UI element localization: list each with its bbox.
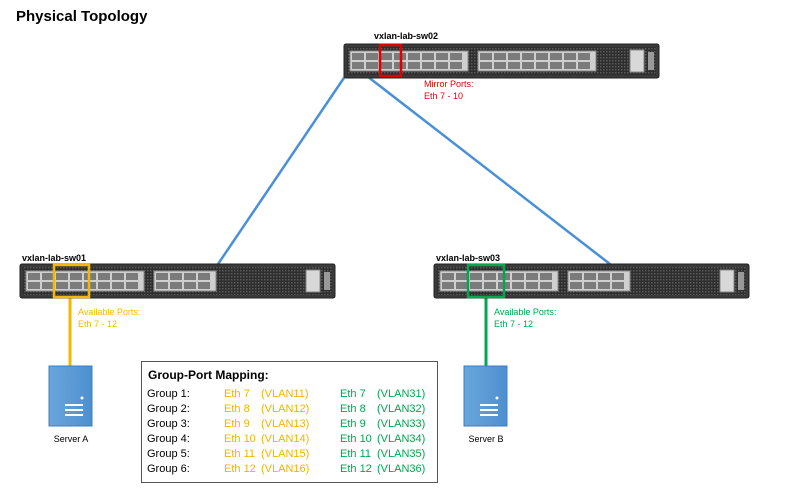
sw01-available-ports-note: Available Ports: Eth 7 - 12 — [78, 306, 140, 330]
available-ports-highlight-sw03 — [466, 263, 506, 299]
group-label: Group 2: — [147, 403, 190, 415]
sw01-note-line2: Eth 7 - 12 — [78, 319, 118, 329]
mapping-row: Group 2: Eth 8 (VLAN12) Eth 8 (VLAN32) — [147, 402, 437, 417]
server-a-icon[interactable] — [48, 365, 93, 427]
server-a-port: Eth 12 — [224, 463, 256, 475]
server-b-vlan: (VLAN35) — [377, 448, 426, 460]
mapping-row: Group 3: Eth 9 (VLAN13) Eth 9 (VLAN33) — [147, 417, 437, 432]
sw03-available-ports-note: Available Ports: Eth 7 - 12 — [494, 306, 556, 330]
group-label: Group 5: — [147, 448, 190, 460]
mapping-row: Group 5: Eth 11 (VLAN15) Eth 11 (VLAN35) — [147, 447, 437, 462]
server-b-label: Server B — [468, 434, 504, 444]
server-a-vlan: (VLAN11) — [261, 388, 309, 400]
mapping-row: Group 4: Eth 10 (VLAN14) Eth 10 (VLAN34) — [147, 432, 437, 447]
server-b-port: Eth 8 — [340, 403, 366, 415]
server-b-vlan: (VLAN36) — [377, 463, 426, 475]
server-a-vlan: (VLAN16) — [261, 463, 310, 475]
server-b-vlan: (VLAN32) — [377, 403, 426, 415]
server-b-port: Eth 11 — [340, 448, 371, 460]
server-a-port: Eth 11 — [224, 448, 255, 460]
switch-label-sw02: vxlan-lab-sw02 — [374, 31, 439, 41]
server-a-port: Eth 10 — [224, 433, 256, 445]
server-b-vlan: (VLAN34) — [377, 433, 426, 445]
mirror-ports-highlight — [378, 43, 403, 78]
server-a-label: Server A — [53, 434, 89, 444]
switch-label-sw03: vxlan-lab-sw03 — [436, 253, 501, 263]
mapping-row: Group 6: Eth 12 (VLAN16) Eth 12 (VLAN36) — [147, 462, 437, 477]
group-port-mapping-box: Group-Port Mapping: Group 1: Eth 7 (VLAN… — [141, 361, 438, 483]
server-a-vlan: (VLAN15) — [261, 448, 310, 460]
page-title: Physical Topology — [16, 8, 148, 25]
server-b-port: Eth 7 — [340, 388, 366, 400]
mapping-title: Group-Port Mapping: — [148, 368, 269, 382]
sw03-note-line2: Eth 7 - 12 — [494, 319, 534, 329]
group-label: Group 4: — [147, 433, 190, 445]
server-b-port: Eth 9 — [340, 418, 366, 430]
server-b-port: Eth 12 — [340, 463, 372, 475]
group-label: Group 3: — [147, 418, 190, 430]
link-sw02-sw03 — [353, 65, 629, 279]
server-a-port: Eth 8 — [224, 403, 250, 415]
mirror-ports-note: Mirror Ports: Eth 7 - 10 — [424, 78, 474, 102]
server-a-vlan: (VLAN13) — [261, 418, 310, 430]
switch-sw02[interactable] — [343, 43, 660, 79]
sw01-note-line1: Available Ports: — [78, 307, 141, 317]
server-b-port: Eth 10 — [340, 433, 372, 445]
server-b-vlan: (VLAN33) — [377, 418, 426, 430]
server-a-port: Eth 9 — [224, 418, 250, 430]
server-b-icon[interactable] — [463, 365, 508, 427]
server-a-vlan: (VLAN12) — [261, 403, 310, 415]
group-label: Group 1: — [147, 388, 190, 400]
server-b-vlan: (VLAN31) — [377, 388, 426, 400]
group-label: Group 6: — [147, 463, 190, 475]
mapping-row: Group 1: Eth 7 (VLAN11) Eth 7 (VLAN31) — [147, 387, 437, 402]
available-ports-highlight-sw01 — [52, 263, 91, 299]
server-a-port: Eth 7 — [224, 388, 250, 400]
mirror-ports-note-line1: Mirror Ports: — [424, 79, 474, 89]
sw03-note-line1: Available Ports: — [494, 307, 557, 317]
mirror-ports-note-line2: Eth 7 - 10 — [424, 91, 464, 101]
server-a-vlan: (VLAN14) — [261, 433, 310, 445]
switch-sw03[interactable] — [433, 263, 750, 299]
switch-sw01[interactable] — [19, 263, 336, 299]
link-sw02-sw01 — [212, 65, 354, 271]
switch-label-sw01: vxlan-lab-sw01 — [22, 253, 87, 263]
